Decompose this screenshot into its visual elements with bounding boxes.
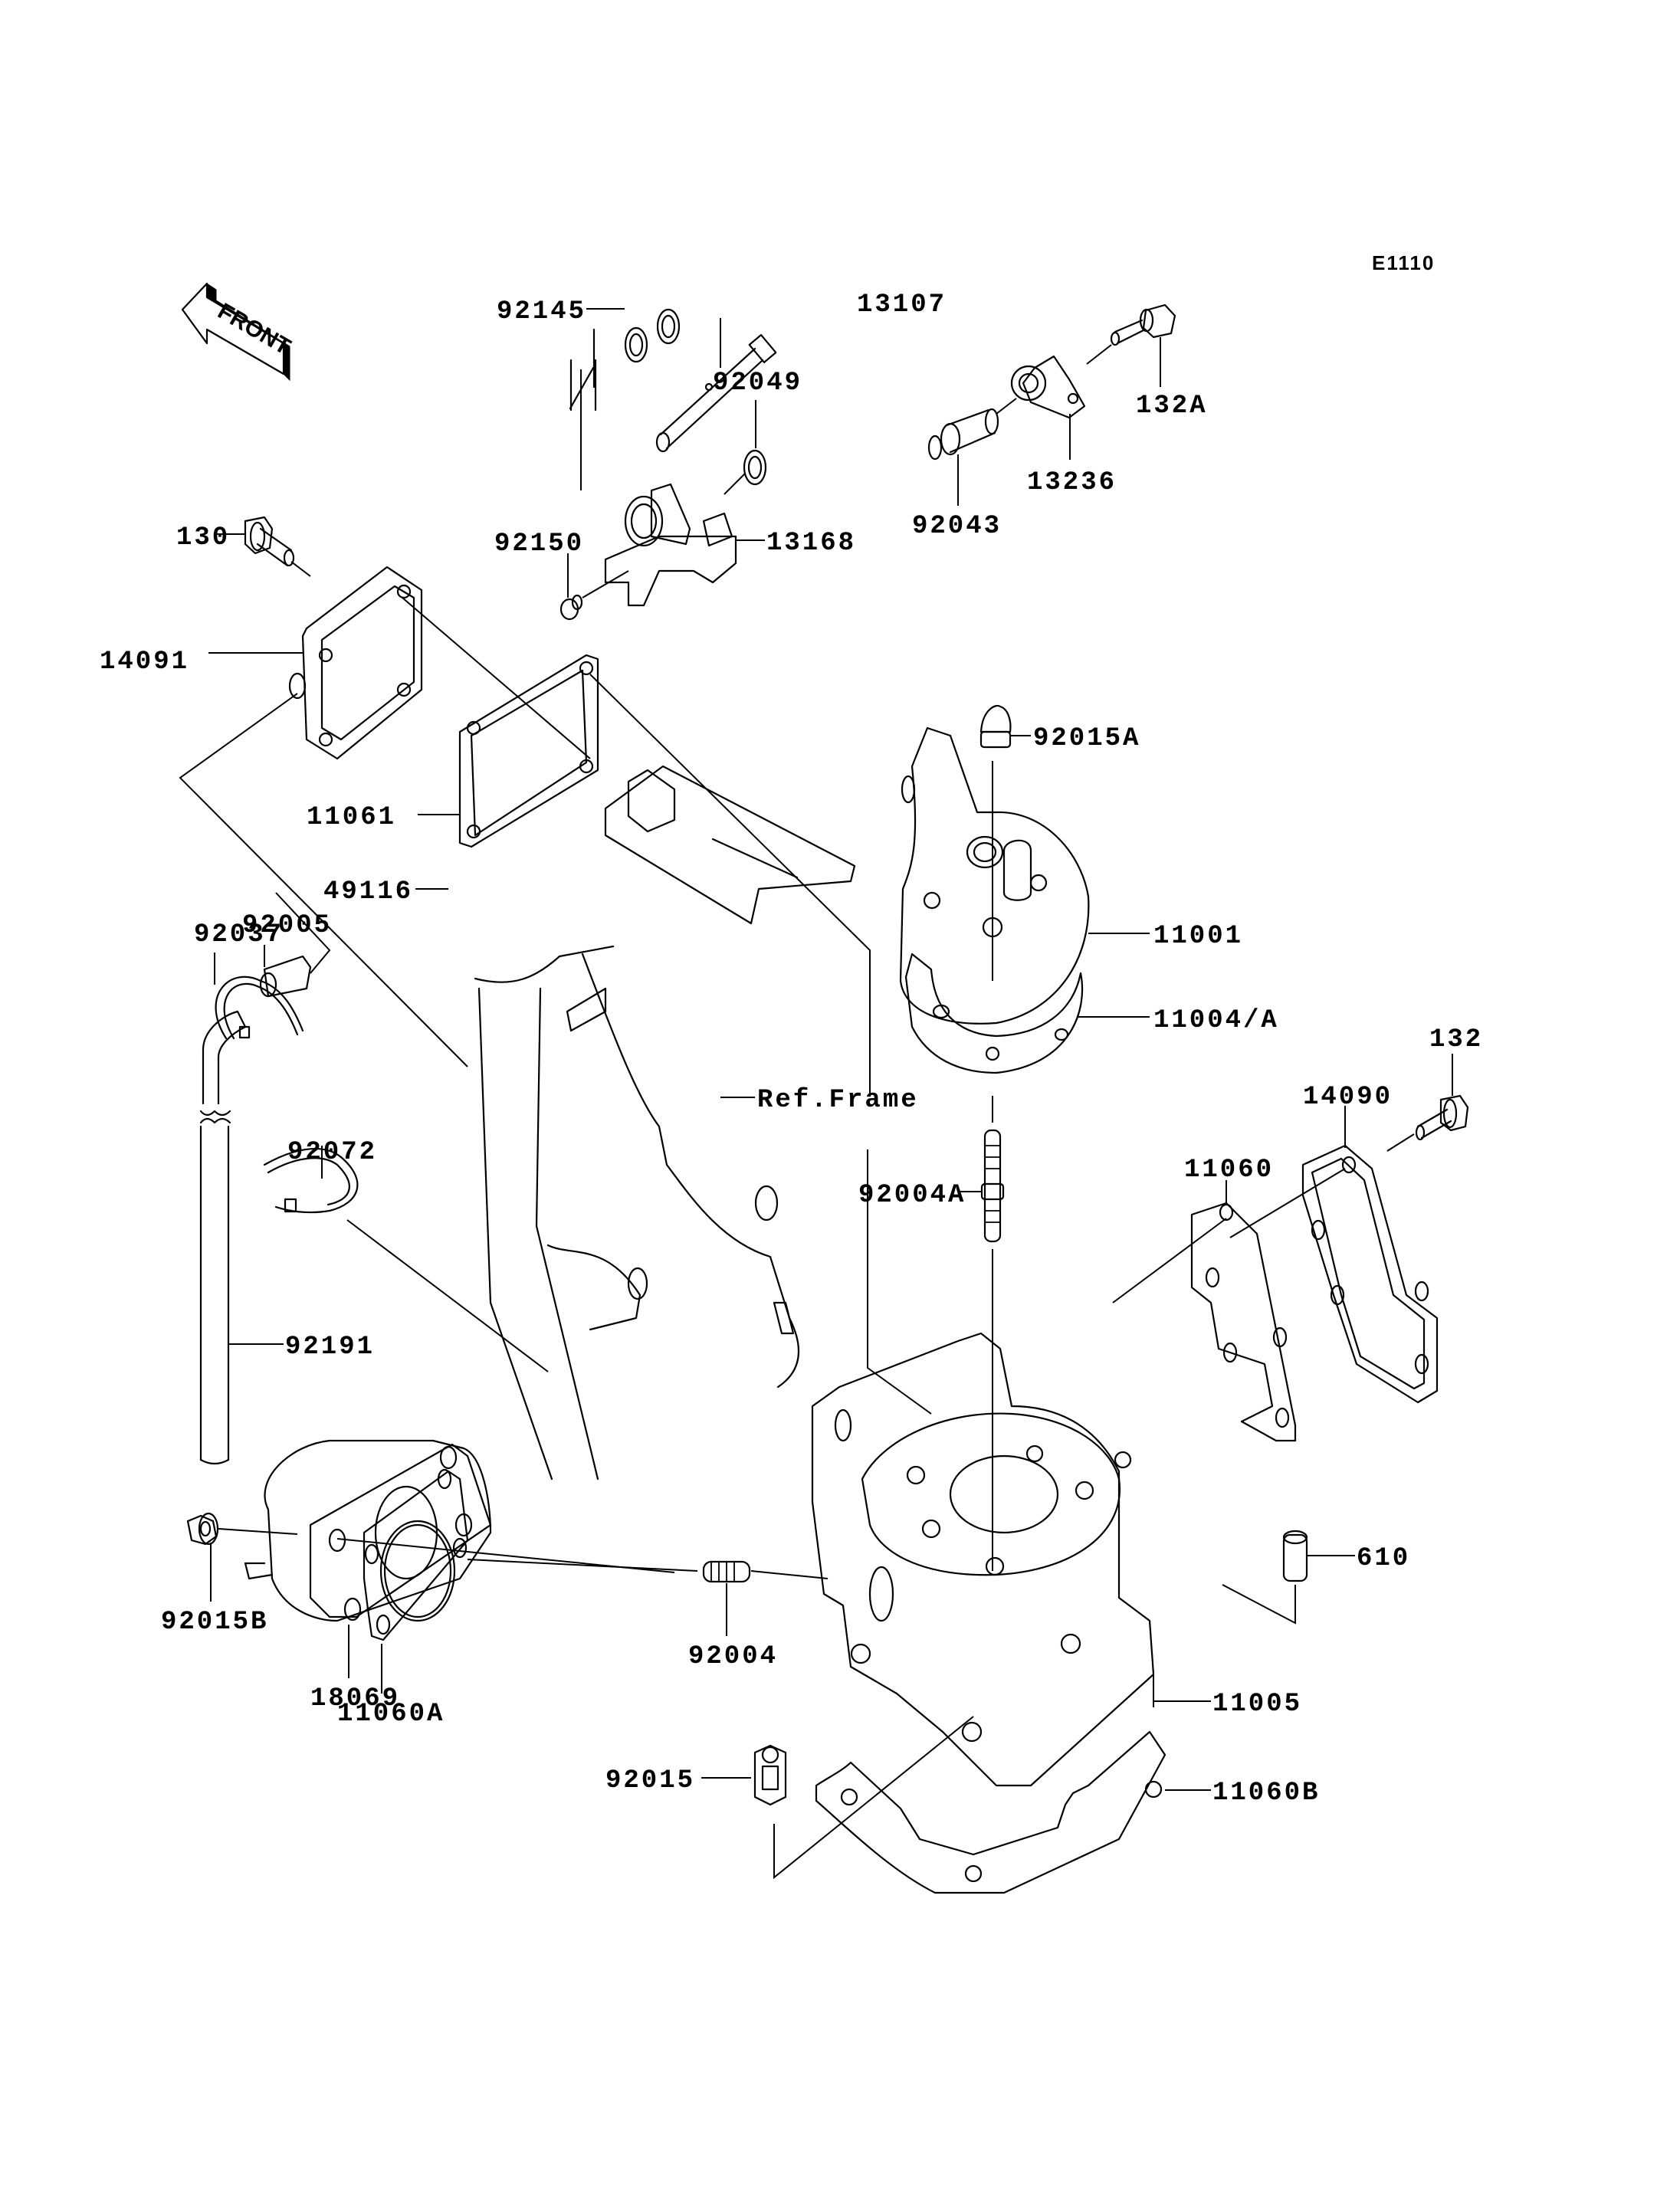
part-14090-cover — [1301, 1144, 1439, 1404]
part-92145-spring — [569, 308, 681, 412]
label-92004: 92004 — [688, 1642, 778, 1671]
label-92145: 92145 — [497, 297, 586, 326]
label-49116: 49116 — [323, 877, 413, 907]
label-13168: 13168 — [766, 529, 856, 558]
part-13107-shaft — [655, 333, 777, 453]
label-11060A: 11060A — [337, 1700, 445, 1729]
part-92004-stud — [702, 1560, 751, 1583]
part-92043-pin — [927, 408, 999, 461]
label-92037: 92037 — [194, 920, 284, 949]
label-92049: 92049 — [713, 369, 802, 398]
label-130: 130 — [176, 523, 230, 553]
part-92015A-cap-nut — [979, 704, 1012, 749]
label-92072: 92072 — [287, 1138, 377, 1167]
reference-frame-outline — [474, 945, 800, 1481]
part-132-bolt — [1415, 1094, 1469, 1141]
label-92004A: 92004A — [858, 1181, 966, 1210]
diagram-code: E1110 — [1372, 251, 1435, 274]
part-92049-oil-seal — [743, 449, 767, 486]
label-92015: 92015 — [605, 1766, 695, 1795]
part-11060B-base-gasket — [815, 1730, 1166, 1894]
part-132A-bolt — [1110, 303, 1176, 346]
label-92043: 92043 — [912, 512, 1002, 541]
part-13168-lever — [604, 483, 737, 607]
label-18069: 18069 — [310, 1684, 400, 1713]
label-132A: 132A — [1136, 392, 1208, 421]
label-11060: 11060 — [1184, 1156, 1274, 1185]
label-92150: 92150 — [494, 530, 584, 559]
part-92005-fitting — [259, 955, 312, 998]
label-11004A: 11004/A — [1153, 1006, 1279, 1035]
part-92072-band — [263, 1148, 359, 1214]
label-11001: 11001 — [1153, 922, 1243, 951]
front-label: FRONT — [214, 298, 295, 359]
part-11061-gasket — [458, 654, 599, 848]
part-610-dowel-pin — [1282, 1530, 1308, 1582]
part-92015B-nut — [186, 1512, 219, 1546]
label-92015A: 92015A — [1033, 724, 1140, 753]
label-132: 132 — [1429, 1025, 1483, 1054]
part-92015-nut — [753, 1744, 787, 1806]
label-13236: 13236 — [1027, 468, 1117, 497]
part-11060-gasket — [1190, 1202, 1297, 1442]
part-14091-cover — [288, 566, 423, 760]
part-49116-valve — [604, 765, 856, 925]
label-13107: 13107 — [857, 290, 947, 320]
label-92005: 92005 — [242, 911, 332, 940]
part-92191-tube — [199, 1010, 247, 1465]
part-13236-gear-holder — [1010, 355, 1086, 419]
front-arrow-icon: FRONT — [181, 282, 295, 382]
label-610: 610 — [1357, 1544, 1410, 1573]
part-18069-intake-manifold — [244, 1439, 492, 1622]
part-11004A-head-gasket — [904, 953, 1084, 1074]
part-11001-cylinder-head — [899, 726, 1090, 1025]
part-11005-cylinder — [811, 1332, 1155, 1787]
label-14091: 14091 — [100, 648, 189, 677]
part-92037-clamp — [215, 976, 304, 1040]
label-92191: 92191 — [285, 1333, 375, 1362]
part-92004A-stud — [980, 1129, 1005, 1243]
label-11005: 11005 — [1212, 1690, 1302, 1719]
label-92015B: 92015B — [161, 1608, 268, 1637]
part-11060A-gasket — [363, 1468, 469, 1641]
label-11061: 11061 — [307, 803, 396, 832]
ref-frame-label: Ref.Frame — [757, 1086, 919, 1115]
part-92150-bolt — [559, 594, 583, 621]
part-130-bolt — [244, 516, 295, 567]
label-14090: 14090 — [1303, 1083, 1393, 1112]
label-11060B: 11060B — [1212, 1779, 1320, 1808]
